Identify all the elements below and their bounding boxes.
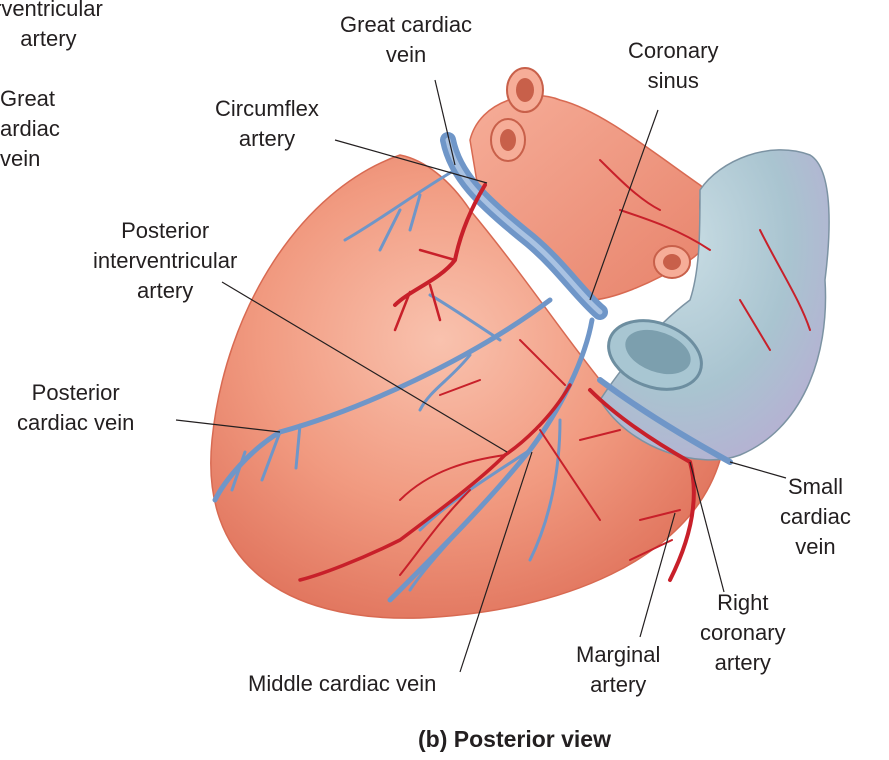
label-great-cardiac-vein: Great cardiac vein: [340, 10, 472, 70]
label-right-coronary-artery: Right coronary artery: [700, 588, 786, 678]
label-marginal-artery: Marginal artery: [576, 640, 660, 700]
figure-caption: (b) Posterior view: [418, 726, 611, 753]
label-coronary-sinus: Coronary sinus: [628, 36, 718, 96]
label-posterior-interventricular-artery: Posterior interventricular artery: [93, 216, 237, 306]
label-middle-cardiac-vein: Middle cardiac vein: [248, 669, 436, 699]
label-small-cardiac-vein: Small cardiac vein: [780, 472, 851, 562]
label-interventricular-artery-cut: rventricular artery: [0, 0, 103, 54]
label-circumflex-artery: Circumflex artery: [215, 94, 319, 154]
label-posterior-cardiac-vein: Posterior cardiac vein: [17, 378, 134, 438]
label-great-cardiac-vein-cut: Great ardiac vein: [0, 84, 60, 174]
